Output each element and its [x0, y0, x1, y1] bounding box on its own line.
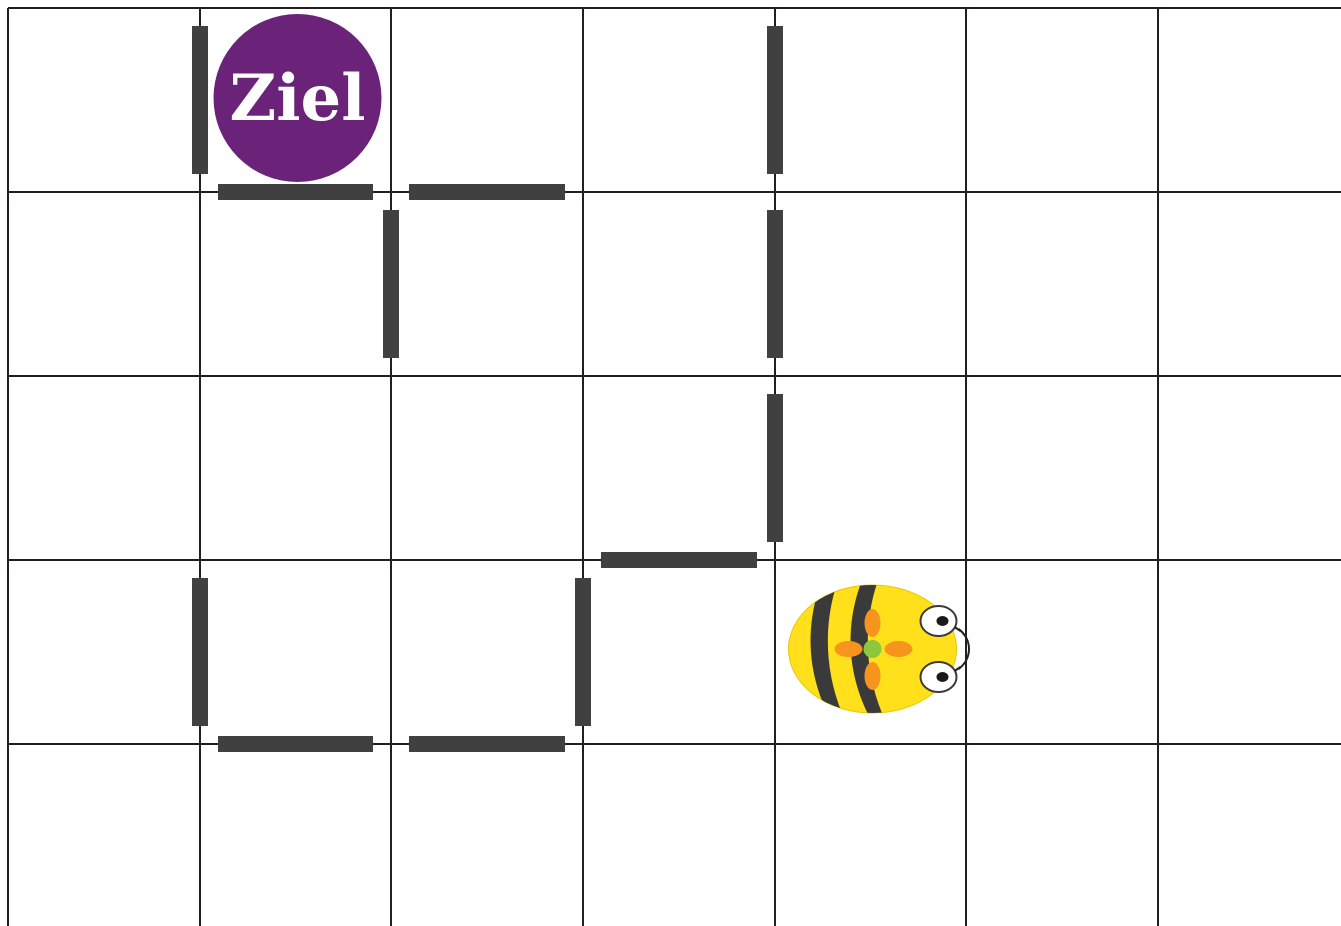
wall-segment [601, 552, 757, 568]
bee-pupil [937, 672, 949, 682]
wall-segment [409, 184, 565, 200]
wall-segment [767, 26, 783, 174]
wall-segment [409, 736, 565, 752]
wall-segment [218, 736, 373, 752]
wall-segment [218, 184, 373, 200]
wall-segment [192, 26, 208, 174]
bee-smile [959, 629, 970, 669]
goal-label: Ziel [229, 61, 365, 136]
wall-segment [767, 394, 783, 542]
bee-bot-robot[interactable] [789, 579, 970, 719]
wall-segment [767, 210, 783, 358]
wall-segment [192, 578, 208, 726]
wall-segment [575, 578, 591, 726]
bee-petal [885, 641, 913, 657]
bee-petal [865, 662, 881, 690]
goal-marker[interactable]: Ziel [214, 14, 382, 182]
bee-flower-center [864, 640, 882, 658]
bee-petal [835, 641, 863, 657]
bee-petal [865, 609, 881, 637]
bee-pupil [937, 616, 949, 626]
wall-segment [383, 210, 399, 358]
